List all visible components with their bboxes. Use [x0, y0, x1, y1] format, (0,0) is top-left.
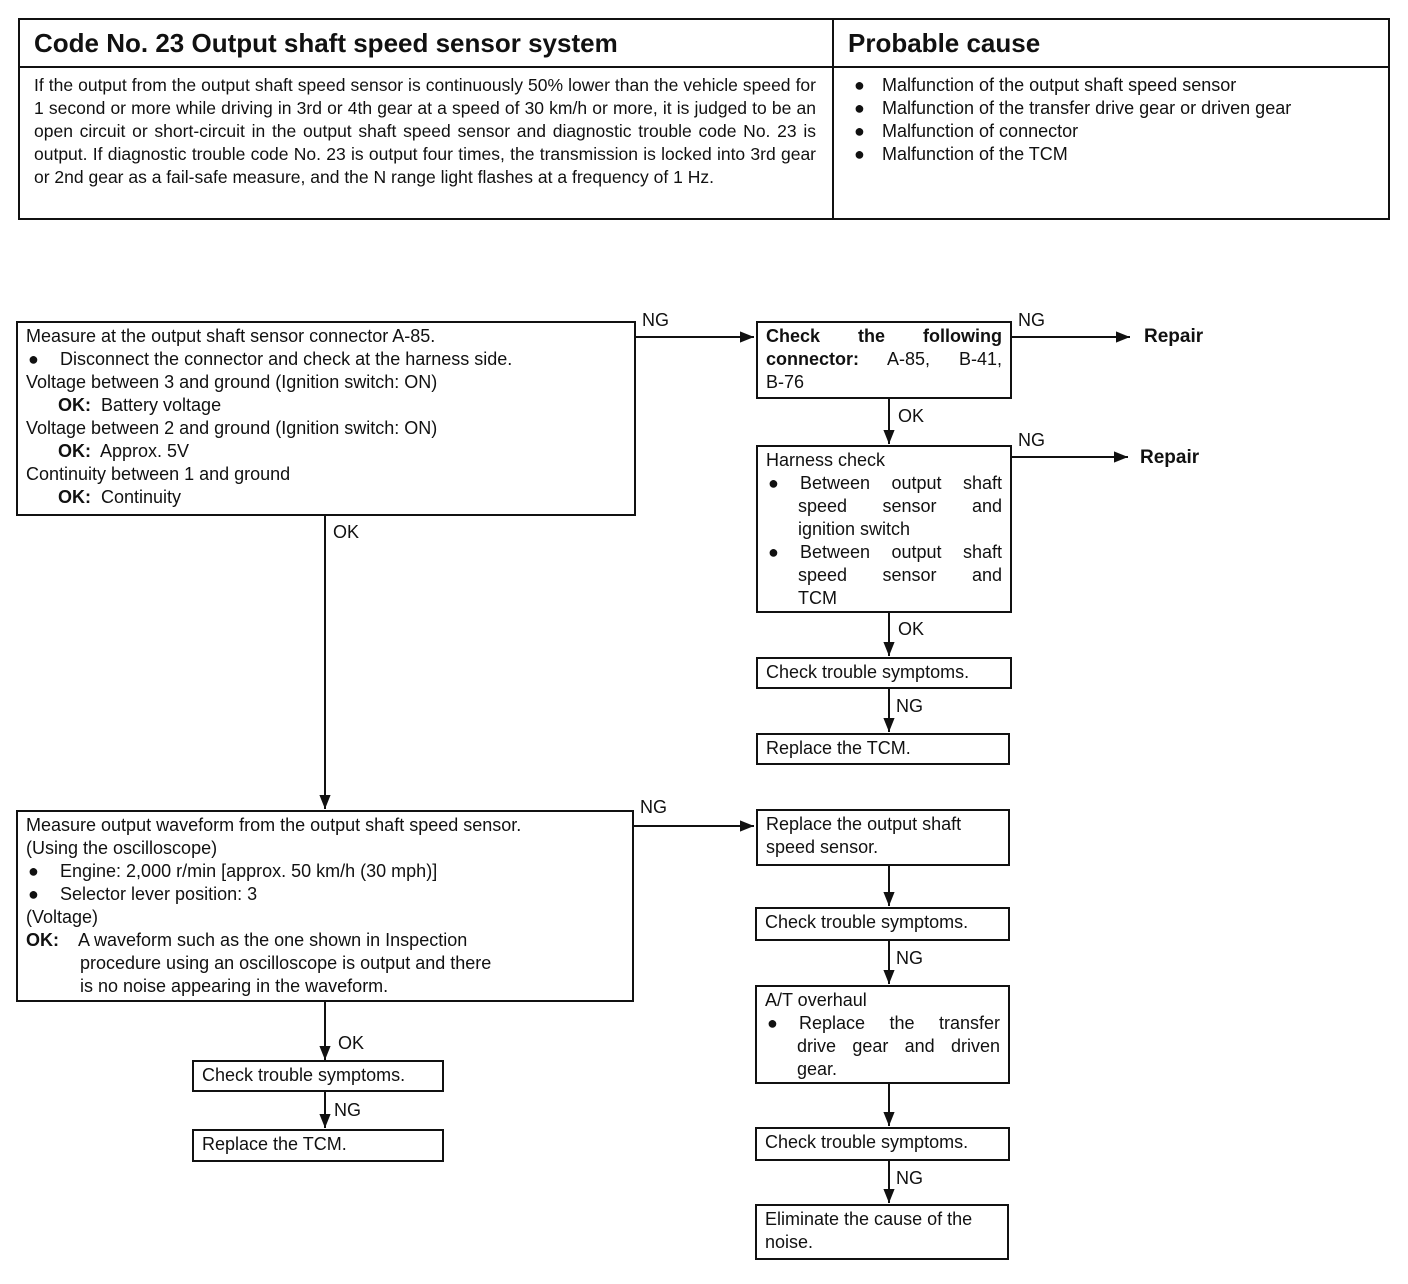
ok-label: OK	[898, 619, 925, 639]
step-bullet: ●Engine: 2,000 r/min [approx. 50 km/h (3…	[28, 861, 438, 881]
bullet-icon: ●	[854, 98, 865, 118]
harness-check-box: Harness check ●Between output shaft spee…	[756, 445, 1012, 613]
check-line: Continuity between 1 and ground	[26, 464, 291, 484]
bullet-icon: ●	[768, 542, 779, 562]
step-title: A/T overhaul	[765, 990, 867, 1010]
ok-label: OK	[333, 522, 360, 542]
step-title: Harness check	[766, 450, 886, 470]
step-bullet: ●Between output shaft	[768, 473, 1002, 493]
code-title: Code No. 23 Output shaft speed sensor sy…	[34, 28, 618, 58]
replace-sensor-box: Replace the output shaft speed sensor.	[756, 809, 1010, 866]
ok-line: OK: Approx. 5V	[58, 441, 190, 461]
ok-label: OK	[898, 406, 925, 426]
bullet-icon: ●	[854, 121, 865, 141]
ok-label: OK	[338, 1033, 365, 1053]
ok-line-cont: procedure using an oscilloscope is outpu…	[80, 953, 492, 973]
step-bullet-cont: gear.	[797, 1059, 838, 1079]
measure-waveform-box: Measure output waveform from the output …	[16, 810, 634, 1002]
ok-line: OK: Battery voltage	[58, 395, 222, 415]
ng-label: NG	[896, 696, 923, 716]
check-line: Voltage between 3 and ground (Ignition s…	[26, 372, 438, 392]
step-note: (Voltage)	[26, 907, 99, 927]
ng-label: NG	[640, 797, 667, 817]
cause-item: ●Malfunction of connector	[854, 121, 1079, 141]
probable-cause-list: ●Malfunction of the output shaft speed s…	[848, 74, 1388, 166]
column-divider	[832, 20, 834, 218]
step-bullet-cont: ignition switch	[798, 519, 911, 539]
replace-tcm-box: Replace the TCM.	[192, 1129, 444, 1162]
bullet-icon: ●	[854, 144, 865, 164]
bullet-icon: ●	[768, 473, 779, 493]
bullet-icon: ●	[854, 75, 865, 95]
step-bullet: ●Between output shaft	[768, 542, 1002, 562]
ng-label: NG	[642, 310, 669, 330]
ng-label: NG	[896, 948, 923, 968]
eliminate-cause-box: Eliminate the cause of the noise.	[755, 1204, 1009, 1260]
ok-line: OK: Continuity	[58, 487, 182, 507]
step-note: (Using the oscilloscope)	[26, 838, 218, 858]
check-line: Voltage between 2 and ground (Ignition s…	[26, 418, 438, 438]
code-description: If the output from the output shaft spee…	[34, 75, 816, 187]
step-title: Check the following	[766, 326, 1002, 346]
replace-tcm-box: Replace the TCM.	[756, 733, 1010, 765]
ng-label: NG	[334, 1100, 361, 1120]
step-bullet-cont: TCM	[798, 588, 837, 608]
check-symptoms-box: Check trouble symptoms.	[192, 1060, 444, 1092]
bullet-icon: ●	[28, 349, 39, 369]
repair-label: Repair	[1144, 326, 1204, 347]
step-bullet-cont: speed sensor and	[798, 565, 1002, 585]
step-bullet-cont: speed sensor and	[798, 496, 1002, 516]
ok-line-cont: is no noise appearing in the waveform.	[80, 976, 389, 996]
step-text: noise.	[765, 1232, 814, 1252]
connector-list: connector: A-85, B-41,	[766, 349, 1002, 369]
step-bullet: ●Selector lever position: 3	[28, 884, 258, 904]
at-overhaul-box: A/T overhaul ●Replace the transfer drive…	[755, 985, 1010, 1084]
measure-connector-box: Measure at the output shaft sensor conne…	[16, 321, 636, 516]
header-divider	[20, 66, 1388, 68]
check-symptoms-box: Check trouble symptoms.	[755, 1127, 1010, 1161]
step-bullet-cont: drive gear and driven	[797, 1036, 1000, 1056]
check-symptoms-box: Check trouble symptoms.	[756, 657, 1012, 689]
probable-cause-title: Probable cause	[848, 28, 1041, 58]
connector-list: B-76	[766, 372, 805, 392]
cause-item: ●Malfunction of the output shaft speed s…	[854, 75, 1237, 95]
step-bullet: ●Replace the transfer	[767, 1013, 1000, 1033]
ng-label: NG	[896, 1168, 923, 1188]
step-text: Replace the output shaft	[766, 814, 962, 834]
step-title: Measure at the output shaft sensor conne…	[26, 326, 436, 346]
ok-line: OK:A waveform such as the one shown in I…	[26, 930, 468, 950]
cause-item: ●Malfunction of the transfer drive gear …	[854, 98, 1292, 118]
ng-label: NG	[1018, 310, 1045, 330]
step-title: Measure output waveform from the output …	[26, 815, 522, 835]
step-text: Eliminate the cause of the	[765, 1209, 973, 1229]
bullet-icon: ●	[28, 884, 39, 904]
step-bullet: ●Disconnect the connector and check at t…	[28, 349, 513, 369]
check-connector-box: Check the following connector: A-85, B-4…	[756, 321, 1012, 399]
step-text: speed sensor.	[766, 837, 879, 857]
bullet-icon: ●	[28, 861, 39, 881]
bullet-icon: ●	[767, 1013, 778, 1033]
check-symptoms-box: Check trouble symptoms.	[755, 907, 1010, 941]
ng-label: NG	[1018, 430, 1045, 450]
cause-item: ●Malfunction of the TCM	[854, 144, 1068, 164]
repair-label: Repair	[1140, 447, 1200, 468]
header-table: Code No. 23 Output shaft speed sensor sy…	[18, 18, 1390, 220]
